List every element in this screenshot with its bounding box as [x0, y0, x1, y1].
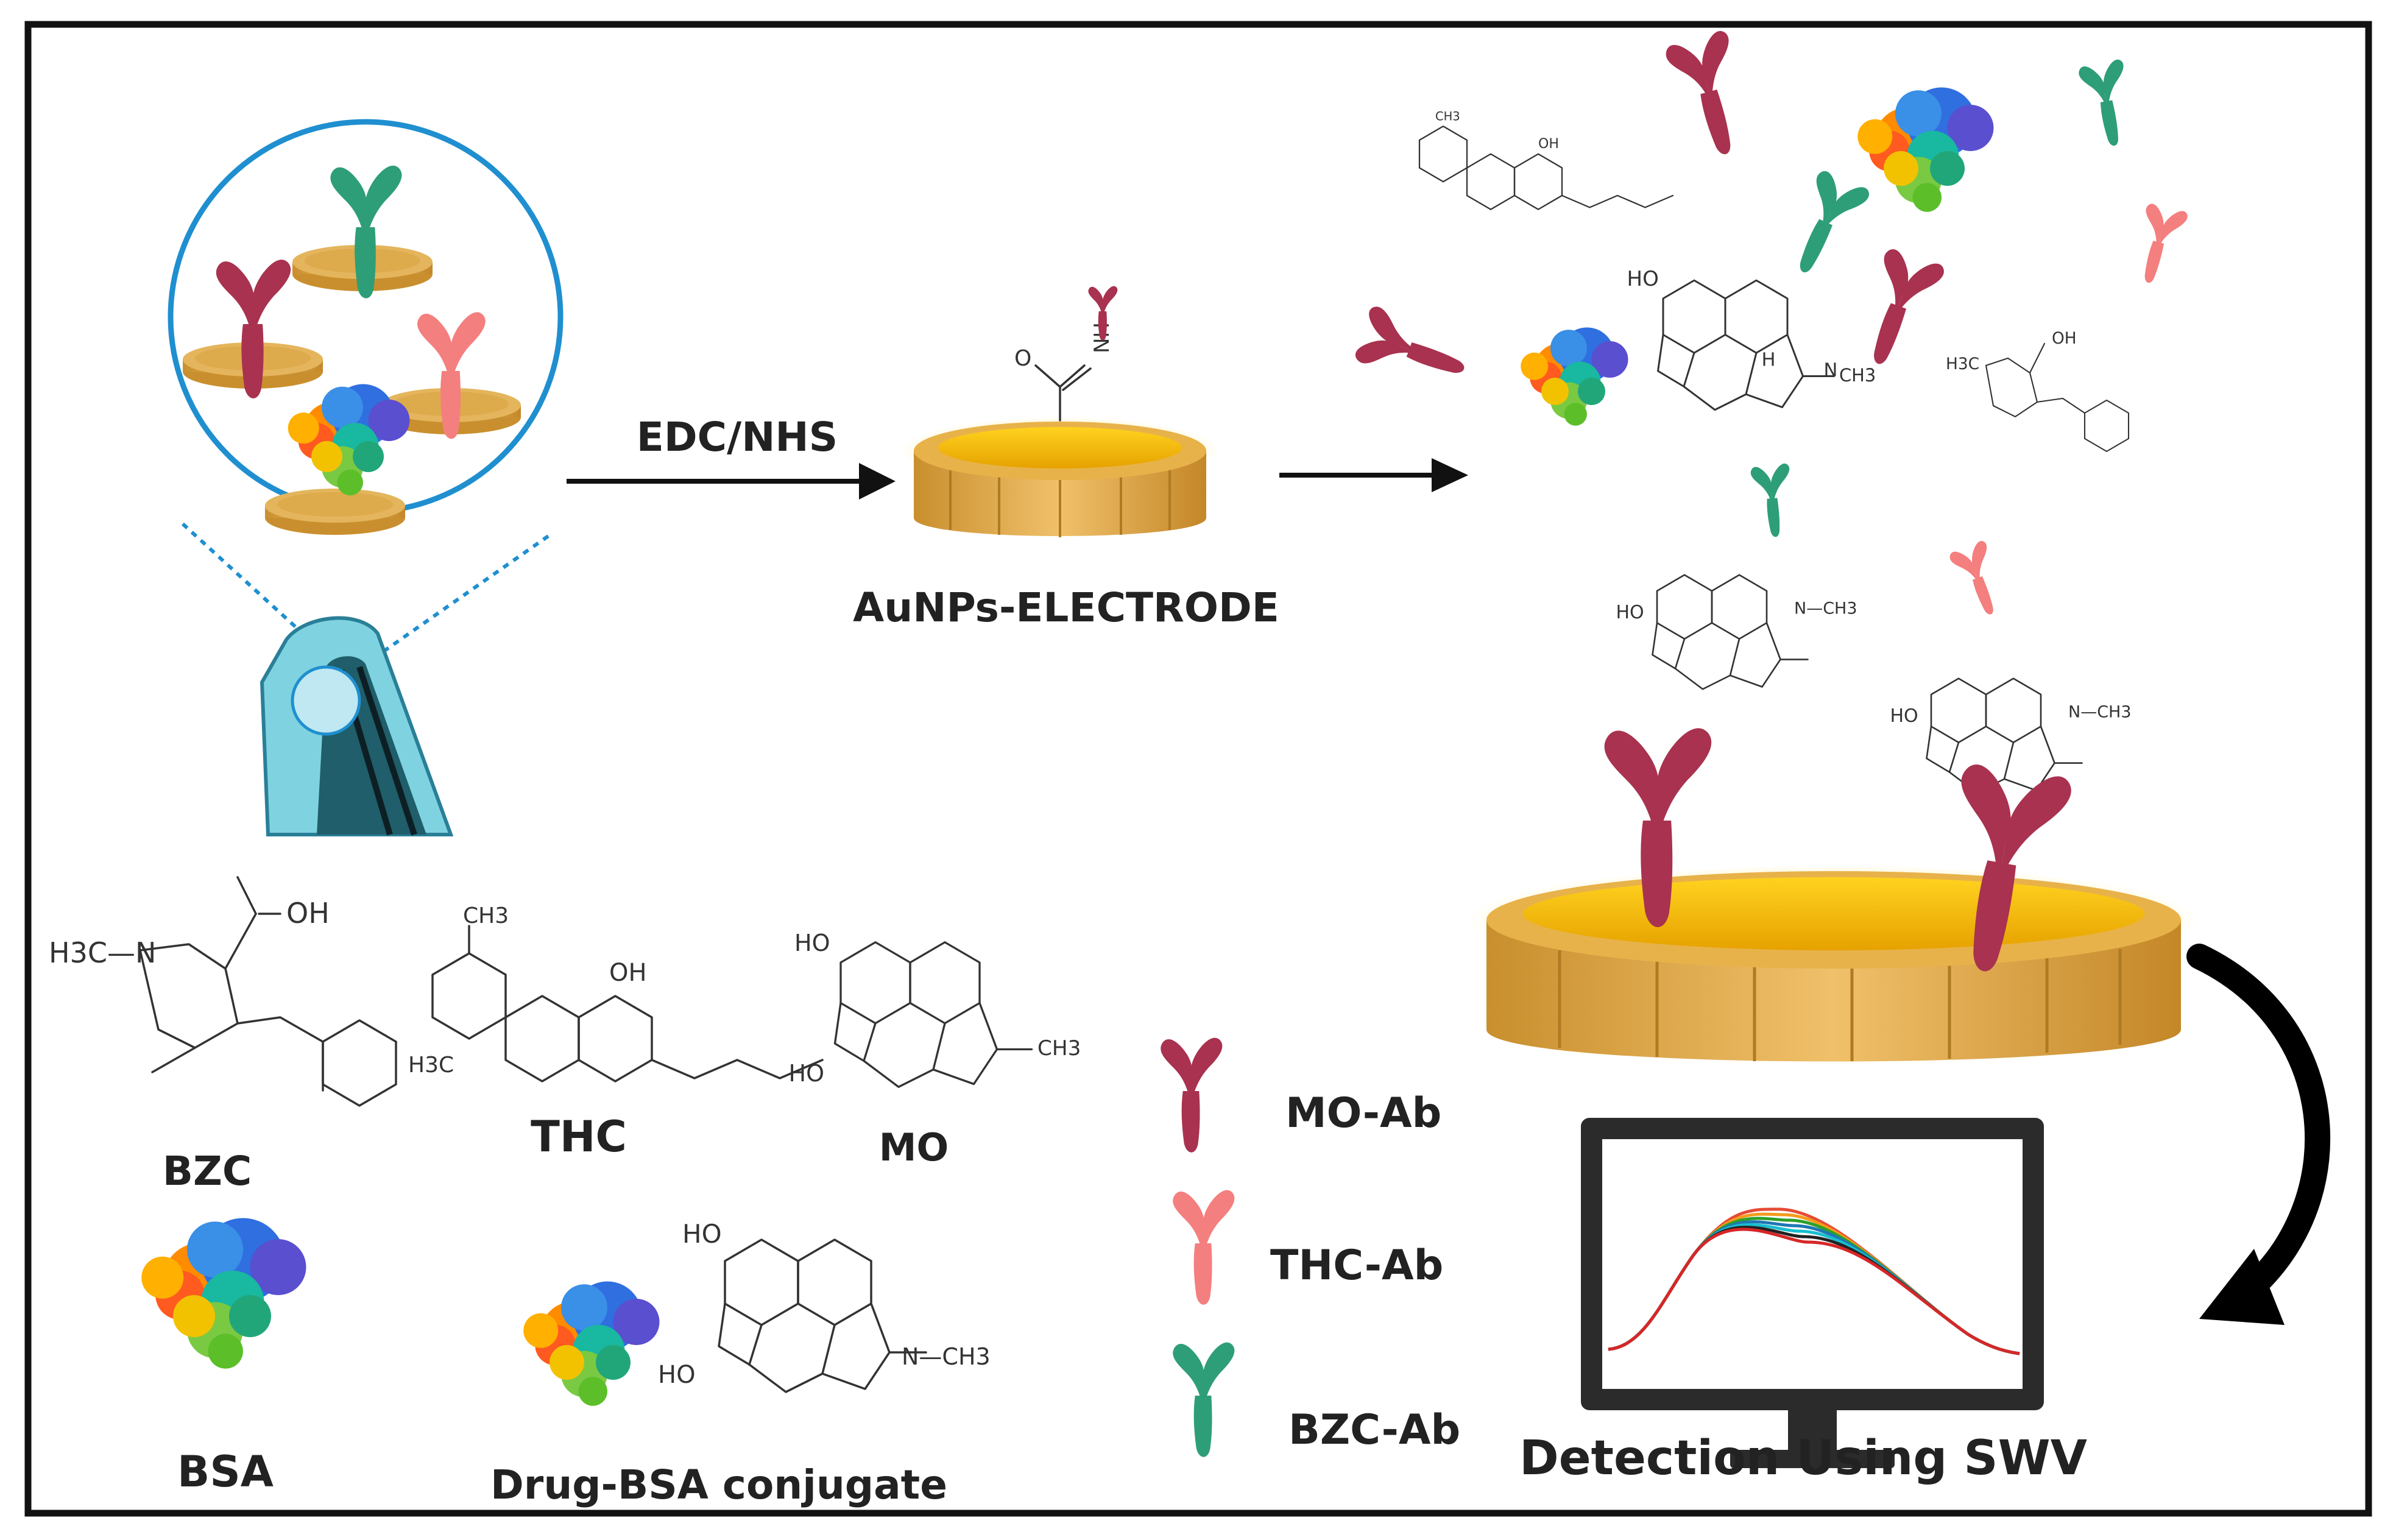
sample-mixture: OH CH3 HO CH3 H N	[1352, 29, 2189, 794]
thc-antibody-legend-icon	[1173, 1190, 1235, 1305]
svg-text:H3C: H3C	[1946, 355, 1979, 373]
mo-label: MO	[879, 1125, 949, 1170]
svg-text:HO: HO	[682, 1219, 722, 1249]
curved-arrow-to-monitor	[2186, 944, 2331, 1325]
svg-text:HO: HO	[1616, 602, 1644, 623]
svg-text:BZC-Ab: BZC-Ab	[1288, 1406, 1460, 1454]
conjugate-label: Drug-BSA conjugate	[490, 1461, 947, 1508]
bzc-label: BZC	[163, 1148, 252, 1195]
svg-text:H3C—N: H3C—N	[49, 936, 156, 969]
svg-text:HO: HO	[1627, 267, 1659, 291]
svg-text:CH3: CH3	[1435, 110, 1460, 124]
legend: MO-Ab THC-Ab BZC-Ab	[1161, 1037, 1460, 1457]
zoom-panel	[168, 119, 564, 666]
svg-text:OH: OH	[1538, 136, 1559, 152]
figure-frame	[24, 21, 2372, 1517]
legend-item-mo-ab: MO-Ab	[1161, 1037, 1441, 1153]
svg-text:OH: OH	[286, 897, 330, 930]
monitor-icon	[1581, 1118, 2044, 1468]
swv-curve	[1608, 1227, 2020, 1355]
svg-text:H: H	[1762, 350, 1776, 371]
arrow-to-sample	[1279, 458, 1468, 492]
svg-text:HO: HO	[789, 1060, 824, 1087]
svg-text:THC-Ab: THC-Ab	[1270, 1242, 1443, 1290]
legend-item-thc-ab: THC-Ab	[1173, 1190, 1443, 1305]
mo-antibody-legend-icon	[1161, 1037, 1223, 1153]
bzc-molecule-icon: H3C—N OH	[49, 876, 397, 1107]
svg-text:H3C: H3C	[408, 1053, 454, 1078]
bound-electrode-icon	[1468, 728, 2199, 1062]
svg-text:CH3: CH3	[463, 903, 509, 928]
electrode-probe-icon	[260, 616, 454, 836]
svg-text:N: N	[1824, 360, 1838, 381]
drug-bsa-conjugate-icon: HO N—CH3 HO	[523, 1219, 991, 1406]
aunps-electrode-icon: O NH	[902, 286, 1218, 537]
svg-text:OH: OH	[609, 959, 647, 987]
bzc-antibody-legend-icon	[1173, 1342, 1235, 1457]
svg-text:CH3: CH3	[1037, 1036, 1081, 1061]
svg-text:N—CH3: N—CH3	[1794, 599, 1857, 618]
svg-text:N—CH3: N—CH3	[2068, 703, 2132, 722]
svg-text:O: O	[1014, 346, 1031, 371]
detection-label: Detection Using SWV	[1519, 1431, 2087, 1486]
bsa-protein-legend-icon	[141, 1218, 306, 1369]
thc-molecule-icon-bottom: CH3 OH H3C	[408, 903, 824, 1083]
svg-text:N—CH3: N—CH3	[902, 1343, 991, 1370]
svg-text:OH: OH	[2052, 329, 2077, 348]
electrode-label: AuNPs-ELECTRODE	[853, 584, 1279, 631]
thc-label: THC	[531, 1112, 627, 1162]
swv-curves	[1608, 1207, 2020, 1355]
svg-text:CH3: CH3	[1839, 365, 1876, 386]
mo-molecule-icon: HO HO CH3	[789, 930, 1081, 1088]
thc-molecule-icon: OH CH3	[1418, 110, 1674, 210]
arrow-edc-nhs	[567, 463, 896, 500]
legend-item-bzc-ab: BZC-Ab	[1173, 1342, 1460, 1457]
bsa-label: BSA	[177, 1447, 274, 1497]
svg-text:MO-Ab: MO-Ab	[1285, 1089, 1441, 1137]
edc-nhs-label: EDC/NHS	[637, 414, 838, 461]
svg-text:HO: HO	[658, 1361, 696, 1389]
svg-text:HO: HO	[794, 930, 830, 956]
svg-text:HO: HO	[1890, 705, 1918, 727]
